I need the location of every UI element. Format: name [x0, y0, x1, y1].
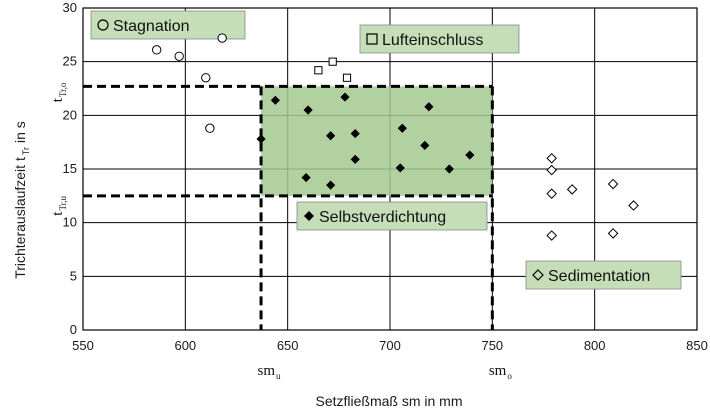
label-symbol-diamond-open-icon	[532, 269, 544, 281]
plot-frame-rect	[82, 7, 698, 331]
point-lufteinschluss-2	[342, 73, 352, 82]
svg-text:Trichterauslaufzeit tTrin s: Trichterauslaufzeit t Tr in s	[12, 121, 31, 279]
y-axis-title-sub: Tr	[21, 147, 31, 155]
y-tick-label-3: 15	[63, 161, 77, 176]
label-box-sedimentation: Sedimentation	[525, 260, 682, 290]
point-selbstverdichtung-6	[350, 128, 360, 139]
point-stagnation-1	[174, 51, 184, 61]
y-axis-title-unit: in s	[12, 121, 28, 143]
x-tick-label-6: 850	[686, 338, 708, 353]
point-sedimentation-6	[546, 230, 557, 241]
label-box-lufteinschluss-bg	[359, 24, 520, 54]
y-tick-label-6: 30	[63, 0, 77, 15]
ref-label-t-tr-o-text: tTr,o	[50, 82, 68, 102]
x-tick-label-4: 750	[481, 338, 503, 353]
point-selbstverdichtung-11	[326, 180, 336, 190]
point-selbstverdichtung-4	[256, 134, 266, 144]
point-selbstverdichtung-7	[397, 123, 407, 133]
label-text-selbstverdichtung: Selbstverdichtung	[319, 209, 446, 226]
y-tick-label-0: 0	[70, 322, 77, 337]
data-points	[151, 33, 639, 241]
x-tick-label-5: 800	[584, 338, 606, 353]
label-symbol-square-icon	[366, 33, 378, 45]
y-tick-labels: 0 5 10 15 20 25 30	[63, 0, 77, 337]
x-tick-label-2: 650	[277, 338, 299, 353]
point-selbstverdichtung-5	[326, 131, 336, 141]
y-tick-label-4: 20	[63, 107, 77, 122]
x-tick-label-1: 600	[174, 338, 196, 353]
ref-label-sm-u-text: smu	[258, 363, 282, 381]
point-sedimentation-4	[607, 178, 619, 190]
point-stagnation-2	[217, 33, 227, 43]
label-symbol-circle-icon	[97, 19, 109, 31]
target-region	[261, 86, 493, 196]
label-box-selbstverdichtung: Selbstverdichtung	[296, 201, 488, 231]
reference-lines	[83, 84, 494, 330]
point-selbstverdichtung-12	[395, 163, 405, 173]
point-stagnation-3	[201, 73, 211, 83]
label-text-lufteinschluss: Lufteinschluss	[382, 32, 483, 49]
point-sedimentation-0	[546, 152, 557, 164]
point-lufteinschluss-1	[328, 57, 337, 66]
ref-label-t-tr-u-text: tTr,u	[50, 195, 68, 215]
x-tick-label-3: 700	[379, 338, 401, 353]
point-lufteinschluss-0	[314, 66, 323, 75]
label-text-stagnation: Stagnation	[113, 18, 190, 35]
point-selbstverdichtung-1	[303, 105, 313, 115]
point-sedimentation-7	[607, 228, 619, 239]
plot-frame	[82, 7, 698, 331]
x-axis-title: Setzfließmaß sm in mm	[315, 393, 462, 409]
y-tick-label-2: 10	[63, 215, 77, 230]
point-selbstverdichtung-8	[420, 140, 430, 150]
point-selbstverdichtung-13	[444, 164, 454, 174]
ref-label-t-tr-o-main: t	[50, 97, 66, 102]
ref-label-sm-u-main: sm	[258, 363, 276, 379]
point-stagnation-4	[205, 123, 215, 133]
ref-label-t-tr-o: tTr,o	[50, 82, 68, 102]
point-sedimentation-5	[628, 200, 639, 211]
ref-label-sm-o-main: sm	[489, 363, 507, 379]
point-stagnation-0	[151, 45, 162, 55]
point-sedimentation-3	[546, 188, 557, 199]
ref-label-sm-u: smu	[258, 363, 282, 381]
ref-label-t-tr-u-sub: Tr,u	[58, 195, 68, 210]
y-tick-label-1: 5	[70, 268, 77, 283]
y-axis-title: Trichterauslaufzeit t Tr in s	[12, 121, 31, 279]
ref-label-sm-o-text: smo	[489, 363, 513, 381]
region-labels: StagnationLufteinschlussSelbstverdichtun…	[90, 10, 682, 290]
point-selbstverdichtung-14	[465, 150, 475, 160]
x-tick-labels: 550 600 650 700 750 800 850	[72, 338, 708, 353]
ref-label-sm-o-sub: o	[507, 371, 512, 381]
point-selbstverdichtung-2	[340, 92, 350, 102]
point-selbstverdichtung-3	[424, 102, 434, 112]
ref-label-t-tr-u-main: t	[50, 211, 66, 216]
target-region-fill	[261, 86, 493, 196]
label-box-sedimentation-bg	[525, 260, 682, 290]
ref-label-sm-u-sub: u	[276, 371, 281, 381]
point-selbstverdichtung-0	[270, 95, 280, 105]
point-selbstverdichtung-10	[301, 172, 311, 183]
y-tick-label-5: 25	[63, 54, 77, 69]
point-sedimentation-2	[566, 184, 578, 195]
ref-label-t-tr-u: tTr,u	[50, 195, 68, 215]
ref-label-t-tr-o-sub: Tr,o	[58, 82, 68, 97]
x-tick-label-0: 550	[72, 338, 94, 353]
label-symbol-diamond-icon	[304, 211, 314, 221]
point-selbstverdichtung-9	[350, 154, 360, 164]
y-axis-title-main: Trichterauslaufzeit t	[12, 157, 28, 279]
ref-label-sm-o: smo	[489, 363, 513, 381]
label-box-lufteinschluss: Lufteinschluss	[359, 24, 520, 54]
label-text-sedimentation: Sedimentation	[548, 268, 650, 285]
point-sedimentation-1	[546, 164, 557, 176]
label-box-selbstverdichtung-bg	[296, 201, 488, 231]
